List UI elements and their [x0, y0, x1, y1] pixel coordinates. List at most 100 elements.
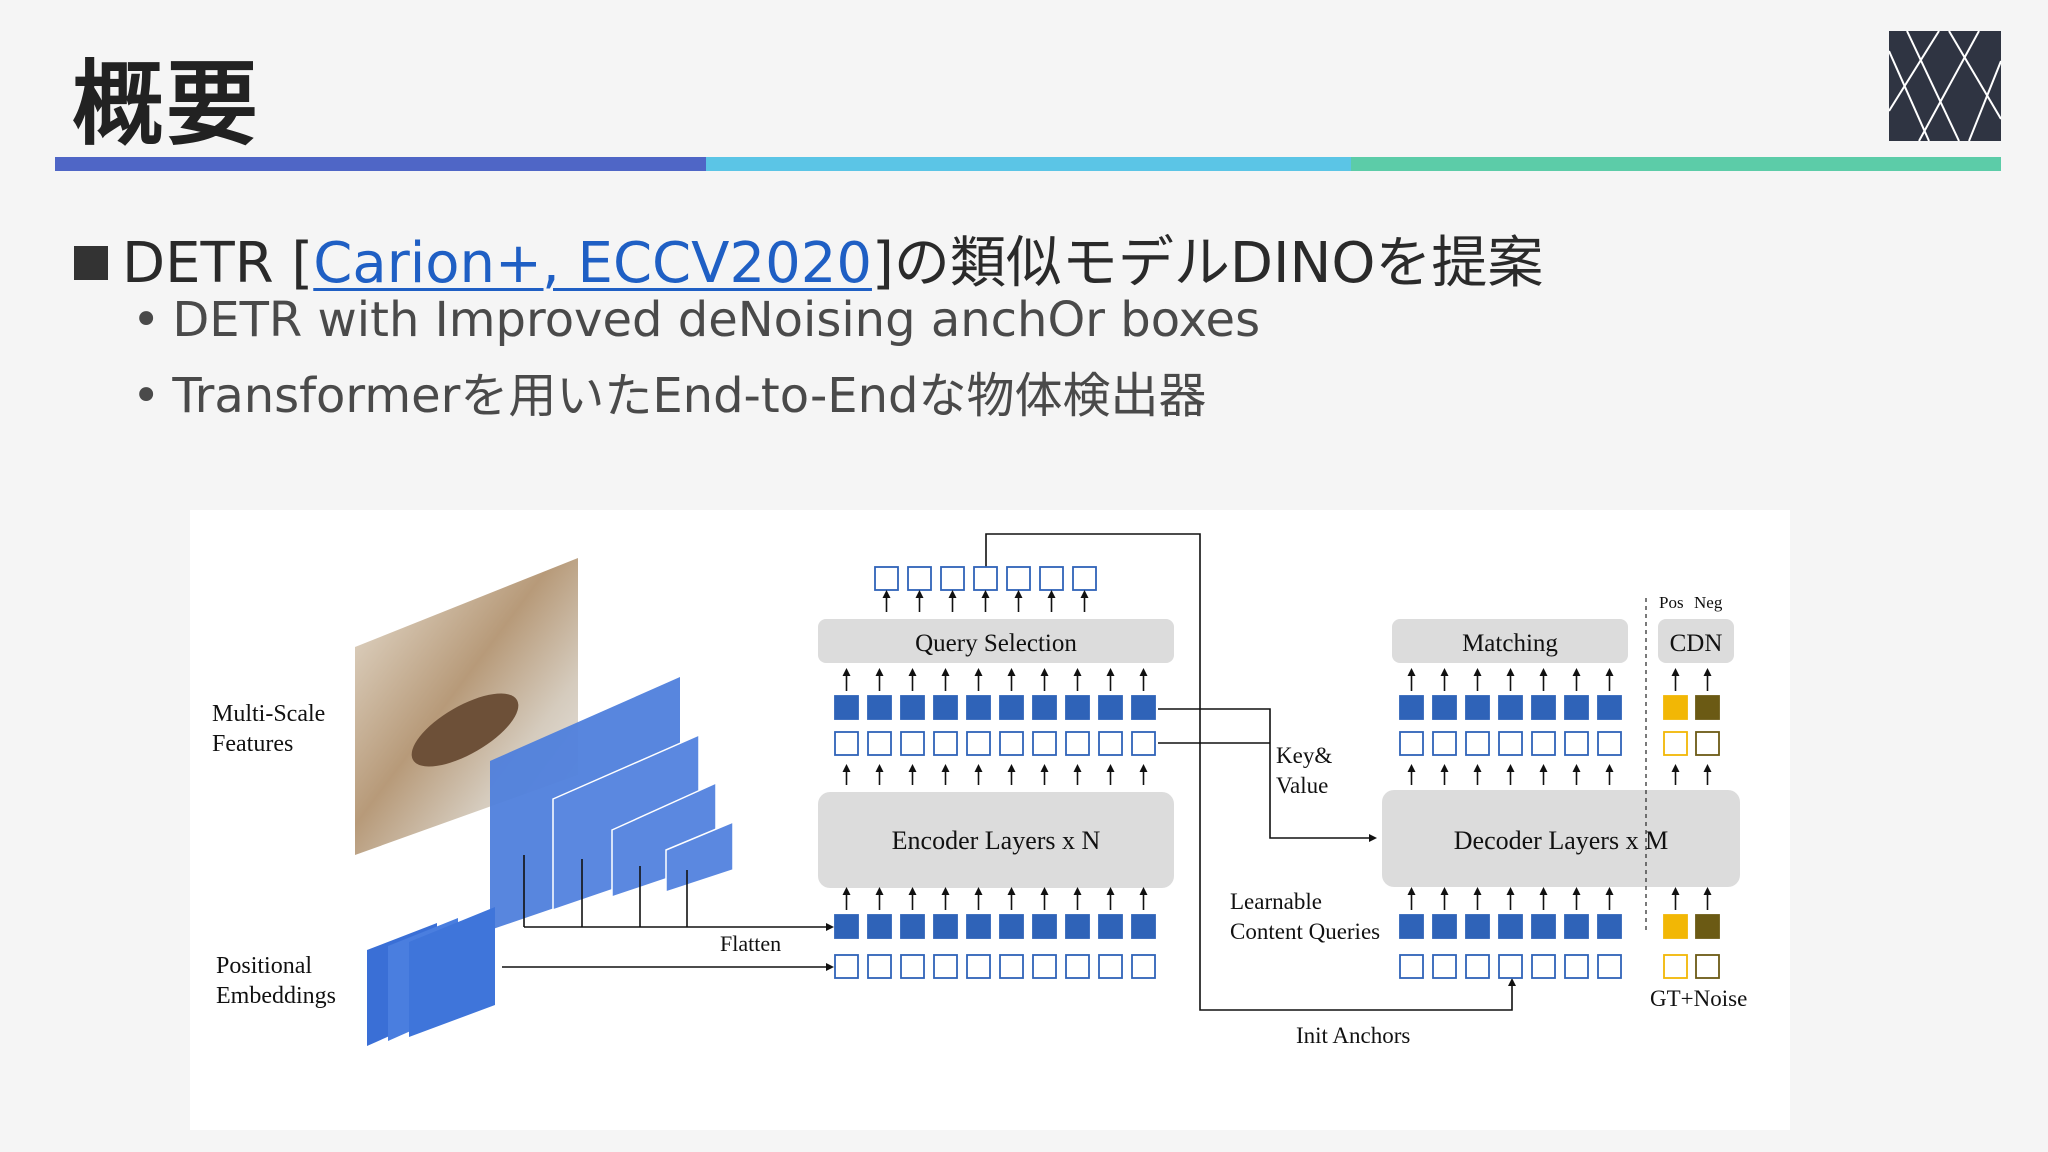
decoder-block [1382, 790, 1740, 887]
encoder-pos-token [1065, 954, 1090, 979]
encoder-input-token [900, 914, 925, 939]
content-query-token [1399, 914, 1424, 939]
bullet-dot: • [132, 292, 161, 348]
encoder-output-token [867, 695, 892, 720]
encoder-output-token [1098, 695, 1123, 720]
sub-bullet-2: •Transformerを用いたEnd-to-Endな物体検出器 [132, 356, 1207, 426]
selected-query-token [1039, 566, 1064, 591]
flatten-label: Flatten [720, 931, 781, 956]
selected-query-token [907, 566, 932, 591]
encoder-output-pos-token [933, 731, 958, 756]
multi-scale-label-1: Multi-Scale [212, 701, 325, 727]
pos-embed-layer-3 [409, 907, 495, 1037]
encoder-output-pos-token [966, 731, 991, 756]
encoder-input-token [933, 914, 958, 939]
encoder-label: Encoder Layers x N [892, 826, 1101, 855]
encoder-output-pos-token [900, 731, 925, 756]
sub-bullet-1: •DETR with Improved deNoising anchOr box… [132, 292, 1260, 348]
gt-noise-label: GT+Noise [1650, 986, 1747, 1011]
encoder-pos-token [1131, 954, 1156, 979]
encoder-output-token [1065, 695, 1090, 720]
init-anchors-label: Init Anchors [1296, 1023, 1410, 1048]
logo-icon [1889, 31, 2001, 141]
encoder-input-token [1098, 914, 1123, 939]
encoder-pos-token [1032, 954, 1057, 979]
cdn-block [1658, 619, 1734, 663]
encoder-input-token [834, 914, 859, 939]
cdn-pos-content-token [1663, 914, 1688, 939]
decoder-label: Decoder Layers x M [1454, 826, 1668, 855]
matching-label: Matching [1462, 630, 1558, 657]
encoder-pos-token [900, 954, 925, 979]
bullet-main: DETR [Carion+, ECCV2020]の類似モデルDINOを提案 [74, 218, 1543, 299]
anchor-query-token [1432, 954, 1457, 979]
decoder-output-anchor-token [1564, 731, 1589, 756]
decoder-output-token [1498, 695, 1523, 720]
slide-title: 概要 [72, 51, 261, 158]
anchor-query-token [1531, 954, 1556, 979]
encoder-pos-token [999, 954, 1024, 979]
anchor-query-token [1399, 954, 1424, 979]
positional-label-1: Positional [216, 953, 312, 979]
encoder-pos-token [1098, 954, 1123, 979]
encoder-pos-token [966, 954, 991, 979]
content-query-token [1597, 914, 1622, 939]
cdn-neg-anchor-token [1695, 954, 1720, 979]
encoder-output-pos-token [1131, 731, 1156, 756]
encoder-output-token [900, 695, 925, 720]
encoder-input-token [966, 914, 991, 939]
cdn-pos-output-anchor-token [1663, 731, 1688, 756]
cdn-neg-output-token [1695, 695, 1720, 720]
header-band-blue [55, 157, 706, 171]
anchor-query-token [1564, 954, 1589, 979]
cdn-label: CDN [1670, 630, 1723, 657]
encoder-output-token [966, 695, 991, 720]
sub-bullet-text: DETR with Improved deNoising anchOr boxe… [172, 292, 1261, 348]
query-selection-label: Query Selection [915, 630, 1077, 657]
sub-bullet-text: Transformerを用いたEnd-to-Endな物体検出器 [172, 368, 1207, 424]
multi-scale-label-2: Features [212, 731, 293, 757]
selected-query-token [940, 566, 965, 591]
encoder-input-token [999, 914, 1024, 939]
encoder-input-token [1065, 914, 1090, 939]
decoder-output-anchor-token [1399, 731, 1424, 756]
encoder-output-token [834, 695, 859, 720]
neg-label: Neg [1694, 593, 1723, 612]
encoder-output-token [999, 695, 1024, 720]
selected-query-token [1006, 566, 1031, 591]
decoder-output-token [1564, 695, 1589, 720]
encoder-output-pos-token [867, 731, 892, 756]
encoder-input-token [867, 914, 892, 939]
encoder-pos-token [933, 954, 958, 979]
feature-map-4 [665, 820, 734, 894]
decoder-output-anchor-token [1465, 731, 1490, 756]
content-query-token [1531, 914, 1556, 939]
decoder-output-anchor-token [1498, 731, 1523, 756]
key-value-label-1: Key& [1276, 743, 1332, 768]
encoder-output-pos-token [834, 731, 859, 756]
key-value-label-2: Value [1276, 773, 1328, 798]
cdn-pos-output-token [1663, 695, 1688, 720]
content-query-token [1432, 914, 1457, 939]
content-query-token [1498, 914, 1523, 939]
bullet-dot: • [132, 368, 161, 424]
encoder-pos-token [867, 954, 892, 979]
citation-link[interactable]: Carion+, ECCV2020 [313, 231, 872, 296]
cdn-pos-anchor-token [1663, 954, 1688, 979]
decoder-output-token [1531, 695, 1556, 720]
encoder-output-token [1032, 695, 1057, 720]
selected-query-token [1072, 566, 1097, 591]
bullet-main-prefix: DETR [ [122, 231, 314, 296]
encoder-output-token [933, 695, 958, 720]
decoder-output-token [1465, 695, 1490, 720]
encoder-output-token [1131, 695, 1156, 720]
decoder-output-token [1432, 695, 1457, 720]
encoder-input-token [1032, 914, 1057, 939]
pos-label: Pos [1659, 593, 1684, 612]
decoder-output-anchor-token [1531, 731, 1556, 756]
encoder-output-pos-token [1065, 731, 1090, 756]
anchor-query-token [1597, 954, 1622, 979]
content-query-token [1465, 914, 1490, 939]
encoder-output-pos-token [999, 731, 1024, 756]
